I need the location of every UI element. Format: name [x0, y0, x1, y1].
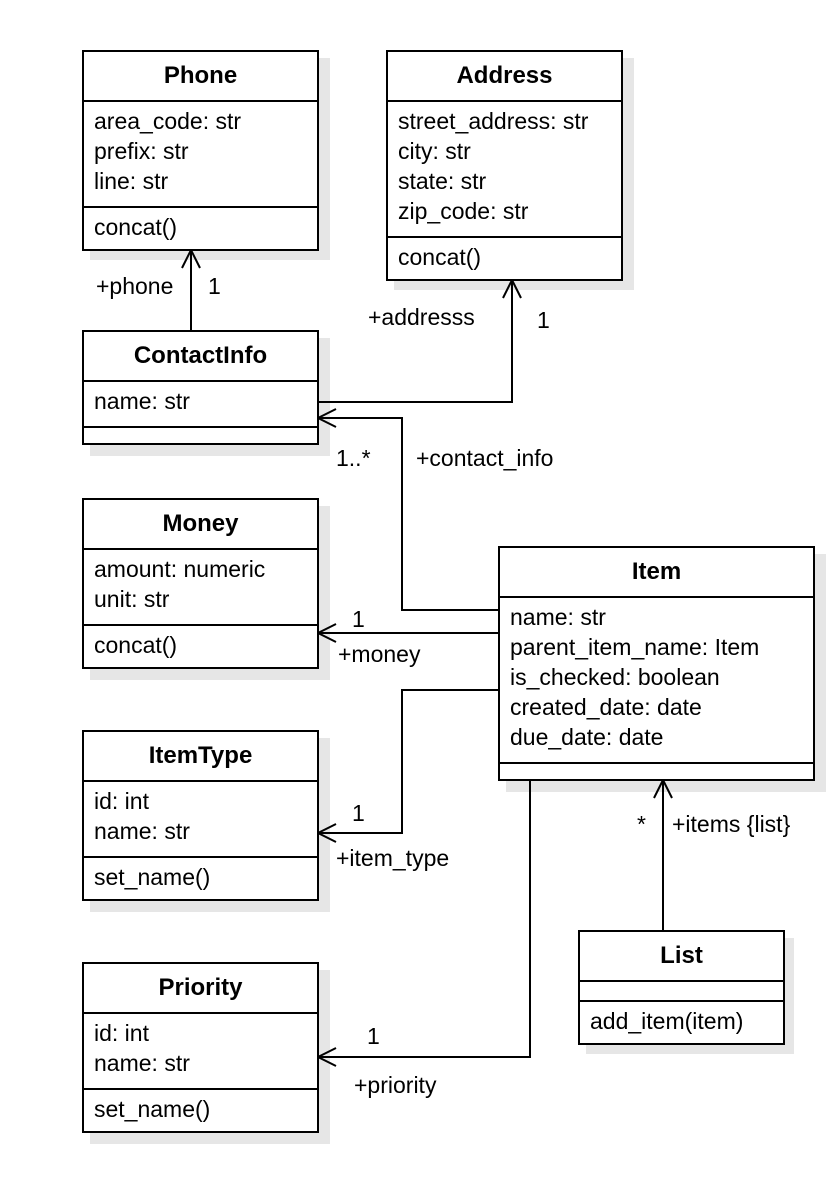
- contactinfo-attributes: name: str: [84, 382, 317, 428]
- item-attribute: is_checked: boolean: [510, 664, 720, 690]
- money-attribute: amount: numeric: [94, 556, 266, 582]
- item-class[interactable]: Item name: str parent_item_name: Item is…: [498, 546, 815, 781]
- itemtype-attributes: id: int name: str: [84, 782, 317, 858]
- items-multiplicity-label: *: [637, 811, 646, 837]
- contact-info-association-line: [318, 417, 498, 611]
- money-class[interactable]: Money amount: numeric unit: str concat(): [82, 498, 319, 669]
- priority-class-name: Priority: [84, 964, 317, 1014]
- phone-operation: concat(): [94, 214, 178, 240]
- itemtype-attribute: id: int: [94, 788, 149, 814]
- priority-multiplicity-label: 1: [367, 1023, 380, 1049]
- money-class-name: Money: [84, 500, 317, 550]
- item-attribute: name: str: [510, 604, 606, 630]
- priority-class[interactable]: Priority id: int name: str set_name(): [82, 962, 319, 1133]
- address-operation: concat(): [398, 244, 482, 270]
- item-type-role-label: +item_type: [336, 845, 450, 871]
- address-class-name: Address: [388, 52, 621, 102]
- list-operation: add_item(item): [590, 1008, 744, 1034]
- list-class-name: List: [580, 932, 783, 982]
- phone-operations: concat(): [84, 208, 317, 242]
- list-operations: add_item(item): [580, 1002, 783, 1036]
- address-class[interactable]: Address street_address: str city: str st…: [386, 50, 623, 281]
- item-attributes: name: str parent_item_name: Item is_chec…: [500, 598, 813, 764]
- priority-attributes: id: int name: str: [84, 1014, 317, 1090]
- priority-operation: set_name(): [94, 1096, 211, 1122]
- money-role-label: +money: [338, 641, 421, 667]
- money-attribute: unit: str: [94, 586, 170, 612]
- phone-attributes: area_code: str prefix: str line: str: [84, 102, 317, 208]
- address-role-label: +addresss: [368, 304, 475, 330]
- address-attributes: street_address: str city: str state: str…: [388, 102, 621, 238]
- address-association-line: [318, 280, 513, 403]
- item-attribute: parent_item_name: Item: [510, 634, 760, 660]
- itemtype-operations: set_name(): [84, 858, 317, 892]
- phone-multiplicity-label: 1: [208, 273, 221, 299]
- priority-association-line: [318, 780, 531, 1058]
- contactinfo-operations: [84, 428, 317, 432]
- contactinfo-class[interactable]: ContactInfo name: str: [82, 330, 319, 445]
- phone-class-name: Phone: [84, 52, 317, 102]
- priority-operations: set_name(): [84, 1090, 317, 1124]
- list-attributes: [580, 982, 783, 1002]
- priority-attribute: id: int: [94, 1020, 149, 1046]
- items-role-label: +items {list}: [672, 811, 791, 837]
- money-multiplicity-label: 1: [352, 606, 365, 632]
- contact-info-multiplicity-label: 1..*: [336, 445, 371, 471]
- phone-class[interactable]: Phone area_code: str prefix: str line: s…: [82, 50, 319, 251]
- money-operation: concat(): [94, 632, 178, 658]
- list-class[interactable]: List add_item(item): [578, 930, 785, 1045]
- address-attribute: zip_code: str: [398, 198, 529, 224]
- item-attribute: created_date: date: [510, 694, 702, 720]
- phone-attribute: line: str: [94, 168, 169, 194]
- money-operations: concat(): [84, 626, 317, 660]
- phone-role-label: +phone: [96, 273, 174, 299]
- address-attribute: state: str: [398, 168, 487, 194]
- item-attribute: due_date: date: [510, 724, 664, 750]
- item-type-multiplicity-label: 1: [352, 800, 365, 826]
- item-operations: [500, 764, 813, 768]
- contact-info-role-label: +contact_info: [416, 445, 554, 471]
- itemtype-attribute: name: str: [94, 818, 190, 844]
- itemtype-operation: set_name(): [94, 864, 211, 890]
- address-attribute: city: str: [398, 138, 471, 164]
- contactinfo-attribute: name: str: [94, 388, 190, 414]
- item-class-name: Item: [500, 548, 813, 598]
- priority-attribute: name: str: [94, 1050, 190, 1076]
- phone-attribute: area_code: str: [94, 108, 242, 134]
- contactinfo-class-name: ContactInfo: [84, 332, 317, 382]
- address-attribute: street_address: str: [398, 108, 589, 134]
- phone-attribute: prefix: str: [94, 138, 189, 164]
- itemtype-class-name: ItemType: [84, 732, 317, 782]
- item-type-association-line: [318, 689, 498, 834]
- itemtype-class[interactable]: ItemType id: int name: str set_name(): [82, 730, 319, 901]
- priority-role-label: +priority: [354, 1072, 437, 1098]
- address-operations: concat(): [388, 238, 621, 272]
- address-multiplicity-label: 1: [537, 307, 550, 333]
- money-attributes: amount: numeric unit: str: [84, 550, 317, 626]
